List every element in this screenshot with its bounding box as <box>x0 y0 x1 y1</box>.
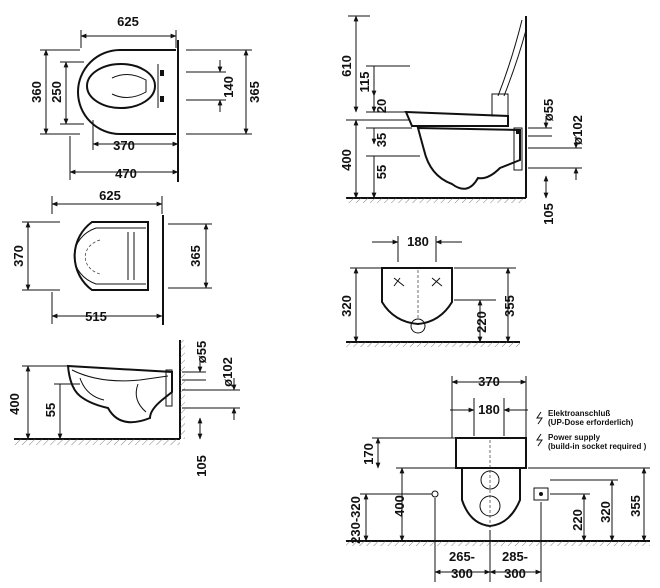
bowl-profile-low <box>66 364 173 424</box>
dim-400-c: 400 <box>392 495 407 517</box>
bowl-profile-seat <box>416 126 521 190</box>
dim-625-a: 625 <box>117 14 139 29</box>
dim-180-a: 180 <box>407 234 429 249</box>
note-en-1: Power supply <box>548 433 601 442</box>
dim-170: 170 <box>361 443 376 465</box>
dim-365-a: 365 <box>247 81 262 103</box>
dim-625-b: 625 <box>99 188 121 203</box>
side-view-seat: 610 115 20 400 35 55 ø55 ø102 105 <box>339 15 585 225</box>
top-view-2: 625 370 365 515 <box>11 188 212 325</box>
note-de-2: (UP-Dose erforderlich) <box>548 418 634 427</box>
dim-370-b: 370 <box>11 245 26 267</box>
seat-unit-front <box>455 437 527 469</box>
dim-265-top: 265- <box>449 549 475 564</box>
dim-140: 140 <box>221 76 236 98</box>
dim-oslash55-b: ø55 <box>541 99 556 121</box>
dim-105-a: 105 <box>194 455 209 477</box>
dim-400-a: 400 <box>7 393 22 415</box>
front-view: 180 320 220 355 <box>339 234 520 347</box>
dim-370-a: 370 <box>113 138 135 153</box>
dim-320-a: 320 <box>339 295 354 317</box>
bowl-opening-top-1 <box>86 63 156 109</box>
dim-285-top: 285- <box>502 549 528 564</box>
dim-265-bottom: 300 <box>451 566 473 581</box>
note-en-2: (build-in socket required ) <box>548 442 647 451</box>
dim-115: 115 <box>357 72 372 93</box>
dim-360: 360 <box>29 81 44 103</box>
bowl-outline-top-2 <box>73 221 149 291</box>
dim-105-b: 105 <box>541 203 556 225</box>
dim-oslash102-a: ø102 <box>220 357 235 387</box>
dim-35: 35 <box>374 133 389 147</box>
lightning-icon-1 <box>536 411 543 425</box>
dim-20: 20 <box>374 99 389 113</box>
dim-610: 610 <box>339 55 354 77</box>
dim-250: 250 <box>49 81 64 103</box>
dim-oslash102-b: ø102 <box>570 115 585 145</box>
dim-220-a: 220 <box>474 311 489 333</box>
dim-355-b: 355 <box>628 495 643 517</box>
dim-370-c: 370 <box>478 374 500 389</box>
dim-285-bottom: 300 <box>504 566 526 581</box>
bowl-outline-top-1 <box>77 49 176 135</box>
note-de-1: Elektroanschluß <box>548 409 610 418</box>
dim-55-b: 55 <box>374 165 389 179</box>
side-view-low: 400 55 ø55 ø102 105 <box>7 340 240 477</box>
dim-180-b: 180 <box>478 402 500 417</box>
dim-515: 515 <box>85 309 107 324</box>
dim-365-b: 365 <box>188 245 203 267</box>
seat-lid <box>404 110 509 127</box>
dim-220-b: 220 <box>570 509 585 531</box>
dim-oslash55-a: ø55 <box>194 341 209 363</box>
lightning-icon-2 <box>536 433 543 447</box>
bowl-front <box>381 267 453 326</box>
hose-line <box>497 19 523 97</box>
dim-55-a: 55 <box>43 403 58 417</box>
dim-320-b: 320 <box>598 501 613 523</box>
dim-230-320: 230-320 <box>348 496 363 544</box>
seat-control-unit <box>491 93 509 117</box>
installation-view: 370 180 Elektroanschluß (UP-Dose erforde… <box>346 374 650 582</box>
dim-400-b: 400 <box>339 149 354 171</box>
power-socket <box>533 487 549 501</box>
dim-355-a: 355 <box>502 295 517 317</box>
bowl-front-installation <box>461 467 521 528</box>
top-view-1: 625 360 250 140 365 370 470 <box>29 14 262 182</box>
dim-470: 470 <box>115 166 137 181</box>
